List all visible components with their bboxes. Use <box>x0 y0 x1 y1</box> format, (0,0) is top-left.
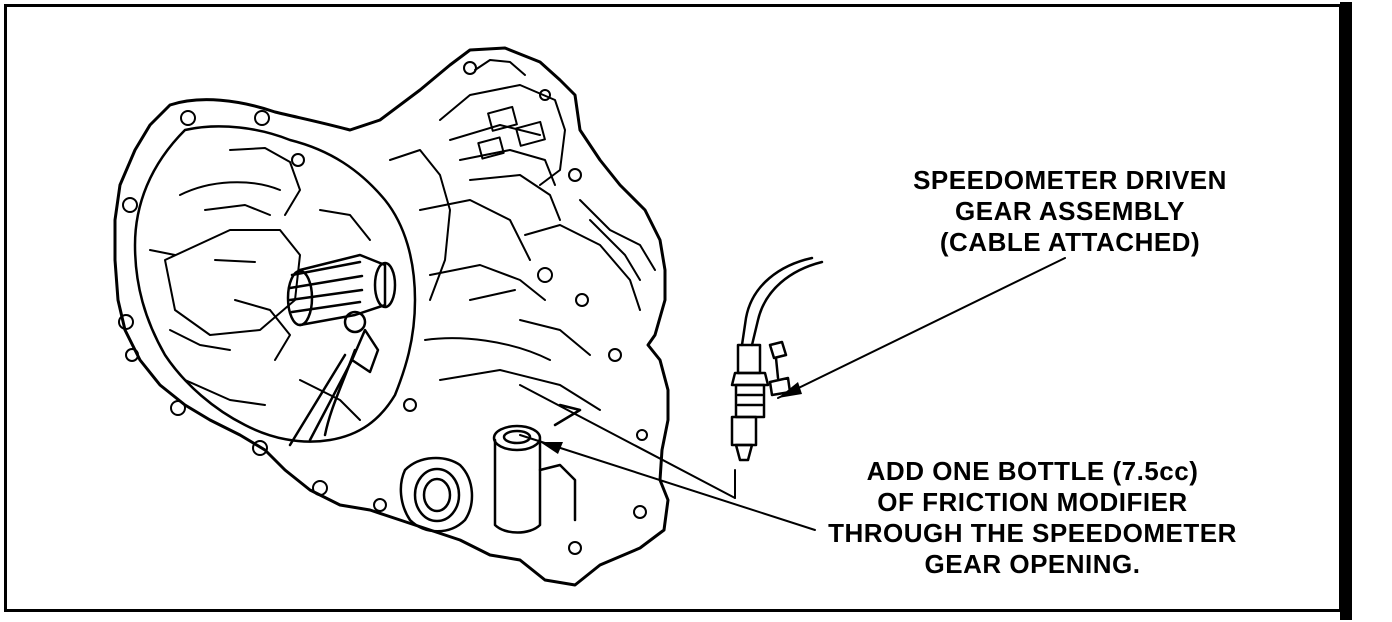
bell-housing-flange <box>133 125 417 443</box>
callout-line: SPEEDOMETER DRIVEN <box>913 165 1227 195</box>
callout-line: (CABLE ATTACHED) <box>939 227 1201 257</box>
page-edge-bar <box>1340 2 1352 620</box>
case-side-body <box>389 149 648 555</box>
figure-frame <box>4 4 1342 612</box>
input-shaft <box>286 253 397 327</box>
leader-arrowheads <box>540 382 802 454</box>
case-top-ribs <box>439 59 656 311</box>
callout-line: THROUGH THE SPEEDOMETER <box>828 518 1237 548</box>
friction-modifier-callout: ADD ONE BOTTLE (7.5cc) OF FRICTION MODIF… <box>810 456 1255 580</box>
case-outline <box>113 46 670 587</box>
clutch-release-pivot <box>288 310 380 447</box>
speedometer-gear-opening <box>492 403 582 534</box>
retaining-bolt <box>768 340 792 397</box>
leader-lines <box>519 257 1066 531</box>
speedometer-cable <box>740 256 824 347</box>
callout-line: GEAR OPENING. <box>924 549 1141 579</box>
callout-line: OF FRICTION MODIFIER <box>877 487 1188 517</box>
callout-line: GEAR ASSEMBLY <box>955 196 1185 226</box>
speedometer-gear-callout: SPEEDOMETER DRIVEN GEAR ASSEMBLY (CABLE … <box>890 165 1250 258</box>
differential-housing <box>399 456 474 533</box>
flange-bolt-holes <box>118 110 417 512</box>
callout-line: ADD ONE BOTTLE (7.5cc) <box>866 456 1199 486</box>
speedometer-driven-gear <box>730 343 770 462</box>
